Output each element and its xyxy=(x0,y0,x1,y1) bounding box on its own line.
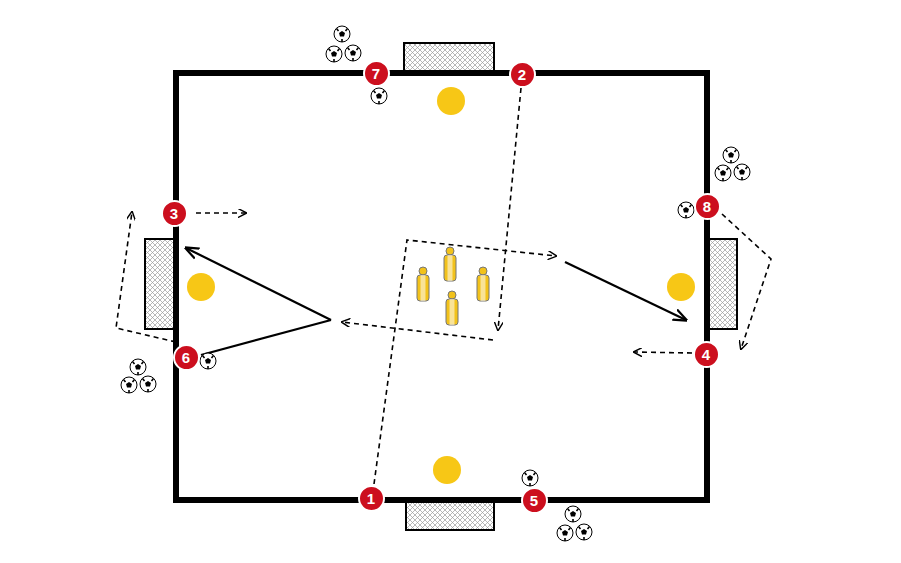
player-marker: 1 xyxy=(358,485,385,512)
player-number: 3 xyxy=(170,206,178,221)
player-marker: 7 xyxy=(363,60,390,87)
player-number: 8 xyxy=(703,199,711,214)
player-number: 1 xyxy=(367,491,375,506)
player-marker: 3 xyxy=(161,200,188,227)
player-number: 4 xyxy=(702,347,710,362)
player-marker: 6 xyxy=(173,344,200,371)
player-number: 5 xyxy=(530,493,538,508)
player-number: 6 xyxy=(182,350,190,365)
player-marker: 2 xyxy=(509,61,536,88)
player-marker: 4 xyxy=(693,341,720,368)
player-marker: 8 xyxy=(694,193,721,220)
player-marker: 5 xyxy=(521,487,548,514)
player-number: 7 xyxy=(372,66,380,81)
player-number: 2 xyxy=(518,67,526,82)
